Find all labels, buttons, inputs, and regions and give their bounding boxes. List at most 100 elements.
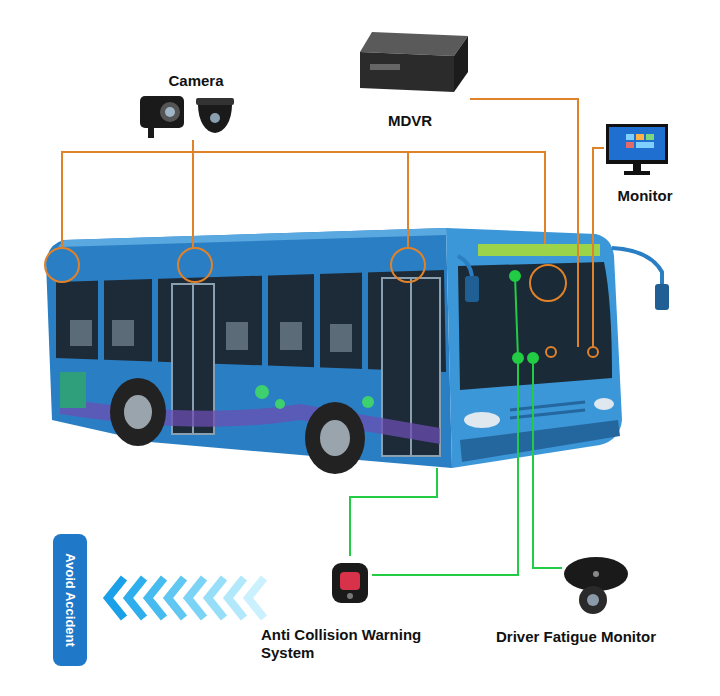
bus-front-part xyxy=(478,244,600,256)
sensor-wiring xyxy=(350,271,562,575)
fatigue-camera-icon xyxy=(564,557,628,614)
camera-wiring xyxy=(45,99,604,357)
device-label: Anti Collision Warning System xyxy=(258,624,463,664)
label-text: Monitor xyxy=(618,187,673,205)
label-text: MDVR xyxy=(388,112,432,130)
chevron-arrows-part xyxy=(168,578,184,618)
camera-wiring-part xyxy=(192,140,194,248)
device-label: Camera xyxy=(165,70,226,92)
camera-icons-part xyxy=(148,128,154,138)
monitor-icon-part xyxy=(624,171,650,175)
mdvr-icon-part xyxy=(370,64,400,70)
bus-front-part xyxy=(594,398,614,410)
collision-sensor-icon xyxy=(332,563,368,603)
chevron-arrows xyxy=(108,578,264,618)
collision-sensor-icon-part xyxy=(332,563,368,603)
bus-body-part xyxy=(60,372,86,408)
monitor-icon-part xyxy=(636,142,654,148)
collision-sensor-icon-part xyxy=(340,572,360,590)
bus-wheels-part xyxy=(305,402,365,474)
sensor-wiring-part xyxy=(350,468,437,556)
camera-icons-part xyxy=(196,98,234,105)
chevron-arrows-part xyxy=(248,578,264,618)
bus-body-part xyxy=(262,268,268,368)
bus-wheels-part xyxy=(320,420,350,456)
bus-body-part xyxy=(152,270,158,364)
label-text: Avoid Accident xyxy=(62,553,78,647)
bus-body-part xyxy=(314,268,320,368)
bus-body-part xyxy=(280,322,302,350)
device-label: Monitor xyxy=(615,185,676,207)
fatigue-camera-icon-part xyxy=(593,571,599,577)
label-text: Driver Fatigue Monitor xyxy=(496,628,656,646)
chevron-arrows-part xyxy=(228,578,244,618)
camera-wiring-part xyxy=(588,347,598,357)
bus-wheels-part xyxy=(110,378,166,446)
bus-mirrors-part xyxy=(458,256,472,276)
camera-wiring-part xyxy=(45,248,79,282)
bus-mirrors-part xyxy=(655,284,669,310)
warning-banner: Avoid Accident xyxy=(53,534,87,666)
bus-mirrors-part xyxy=(465,276,479,302)
chevron-arrows-part xyxy=(148,578,164,618)
sensor-wiring-part xyxy=(513,353,523,363)
bus-body-part xyxy=(112,320,134,346)
camera-wiring-part xyxy=(470,99,578,347)
bus-body-part xyxy=(70,320,92,346)
sensor-wiring-part xyxy=(510,271,520,281)
camera-wiring-part xyxy=(407,152,409,248)
camera-icons-part xyxy=(210,113,220,123)
camera-wiring-part xyxy=(593,148,604,347)
sensor-wiring-part xyxy=(372,358,518,575)
bus-wheels-part xyxy=(124,395,152,429)
bus-body-part xyxy=(362,268,368,370)
bus-body-part xyxy=(362,396,374,408)
camera-icons-part xyxy=(165,107,175,117)
monitor-icon-part xyxy=(626,142,634,148)
bus-front-part xyxy=(458,262,612,390)
fatigue-camera-icon-part xyxy=(564,557,628,591)
device-label: MDVR xyxy=(385,110,435,132)
monitor-icon-part xyxy=(609,127,665,160)
chevron-arrows-part xyxy=(128,578,144,618)
bus-body-part xyxy=(58,228,446,247)
monitor-icon-part xyxy=(646,134,654,140)
camera-wiring-part xyxy=(391,248,425,282)
monitor-icon-part xyxy=(606,124,668,164)
bus-body-part xyxy=(330,324,352,352)
mdvr-icon xyxy=(360,32,468,92)
monitor-icon-part xyxy=(633,164,641,171)
bus-body-part xyxy=(275,399,285,409)
bus-body-part xyxy=(98,272,104,364)
chevron-arrows-part xyxy=(188,578,204,618)
bus-mirrors xyxy=(458,248,669,310)
camera-icons-part xyxy=(198,105,232,133)
label-text: Anti Collision Warning System xyxy=(261,626,460,662)
sensor-wiring-part xyxy=(515,276,518,358)
monitor-icon-part xyxy=(636,134,644,140)
chevron-arrows-part xyxy=(208,578,224,618)
bus-body-part xyxy=(46,228,452,468)
bus-body-part xyxy=(226,322,248,350)
bus-mirrors-part xyxy=(612,248,662,284)
sensor-wiring-part xyxy=(533,358,562,568)
camera-icons-part xyxy=(140,96,184,128)
bus-body xyxy=(46,228,452,468)
camera-wiring-part xyxy=(62,152,545,248)
bus-wheels xyxy=(110,378,365,474)
mdvr-icon-part xyxy=(360,52,454,92)
camera-icons xyxy=(140,96,234,138)
sensor-wiring-part xyxy=(528,353,538,363)
label-text: Camera xyxy=(168,72,223,90)
camera-wiring-part xyxy=(546,347,556,357)
bus-front-part xyxy=(464,412,500,428)
bus-front-part xyxy=(510,410,585,418)
camera-wiring-part xyxy=(178,248,212,282)
bus-body-part xyxy=(255,385,269,399)
chevron-arrows-part xyxy=(108,578,124,618)
device-label: Driver Fatigue Monitor xyxy=(493,626,659,648)
fatigue-camera-icon-part xyxy=(587,594,599,606)
camera-icons-part xyxy=(160,102,180,122)
